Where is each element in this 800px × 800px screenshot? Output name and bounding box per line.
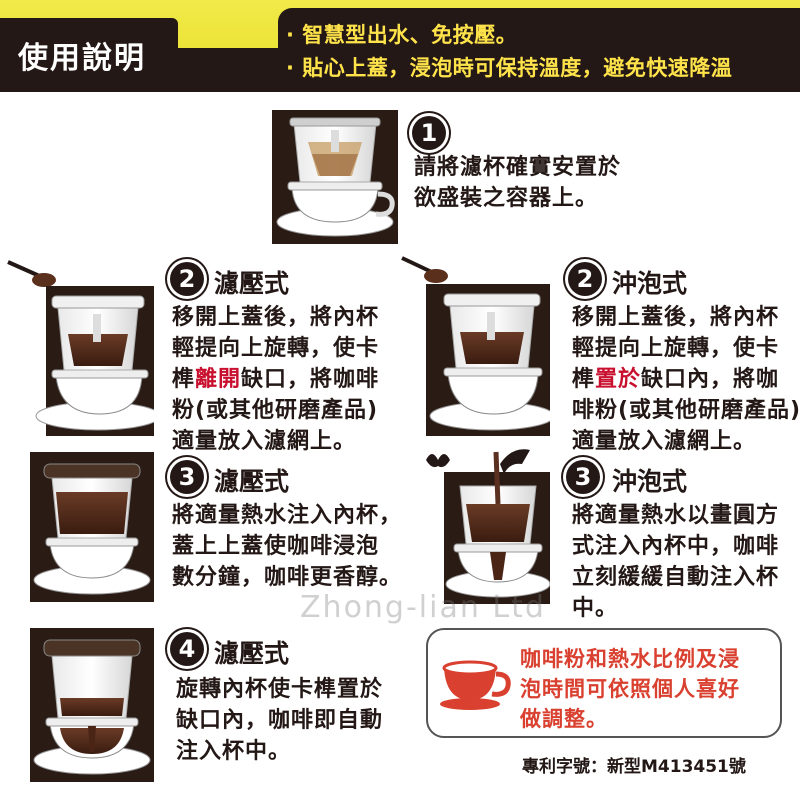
tip-line-2: 泡時間可依照個人喜好 bbox=[520, 677, 740, 701]
step-2-filter-line-4: 粉(或其他研磨產品) bbox=[172, 398, 379, 423]
step-3-brew-line-2: 式注入內杯中，咖啡 bbox=[572, 534, 780, 559]
step-3-brew-text: 將適量熱水以畫圓方 式注入內杯中，咖啡 立刻緩緩自動注入杯 中。 bbox=[572, 500, 779, 624]
step-3-brew-line-3: 立刻緩緩自動注入杯 bbox=[572, 565, 780, 590]
step-2-brew-line-3-pre: 榫 bbox=[572, 367, 596, 392]
step-2-filter-line-1: 移開上蓋後，將內杯 bbox=[172, 305, 380, 330]
header-title-box bbox=[0, 18, 178, 80]
coffee-dripper-illustration-step-2-filter bbox=[7, 260, 154, 436]
step-3-filter-line-2: 蓋上上蓋使咖啡浸泡 bbox=[172, 534, 380, 559]
step-2-brew-line-2: 輕提向上旋轉，使卡 bbox=[572, 336, 780, 361]
step-3-filter-line-1: 將適量熱水注入內杯， bbox=[172, 503, 403, 528]
step-4-filter-badge: 4 bbox=[170, 632, 204, 666]
step-2-brew-line-4: 啡粉(或其他研磨產品) bbox=[572, 398, 800, 423]
step-2-filter-line-5: 適量放入濾網上。 bbox=[172, 429, 357, 454]
step-2-brew-badge: 2 bbox=[568, 262, 602, 296]
step-1-line-2: 欲盛裝之容器上。 bbox=[414, 186, 599, 211]
steam-icon bbox=[426, 454, 450, 468]
step-3-filter-badge: 3 bbox=[170, 460, 204, 494]
feature-item-1: · 智慧型出水、免按壓。 bbox=[286, 23, 518, 47]
step-4-filter-line-3: 注入杯中。 bbox=[176, 739, 292, 764]
step-2-filter-badge: 2 bbox=[170, 262, 204, 296]
watermark: Zhong-lian Ltd bbox=[300, 590, 546, 625]
feature-item-2: · 貼心上蓋，浸泡時可保持溫度，避免快速降溫 bbox=[286, 56, 733, 80]
step-3-brew-heading: 沖泡式 bbox=[612, 467, 688, 496]
step-3-brew-badge: 3 bbox=[566, 460, 600, 494]
coffee-dripper-illustration-step-3-filter bbox=[30, 452, 154, 602]
coffee-dripper-illustration-step-4-filter bbox=[30, 628, 154, 782]
coffee-dripper-illustration-step-3-brew bbox=[426, 449, 550, 604]
step-2-filter-line-3: 榫離開缺口，將咖啡 bbox=[172, 364, 379, 395]
step-3-brew-line-1: 將適量熱水以畫圓方 bbox=[572, 503, 780, 528]
step-2-brew-text: 移開上蓋後，將內杯 輕提向上旋轉，使卡 榫置於缺口內，將咖 啡粉(或其他研磨產品… bbox=[572, 302, 800, 457]
step-2-brew-line-5: 適量放入濾網上。 bbox=[572, 429, 757, 454]
tip-text: 咖啡粉和熱水比例及浸 泡時間可依照個人喜好 做調整。 bbox=[520, 644, 740, 734]
step-4-filter-heading: 濾壓式 bbox=[214, 639, 290, 668]
step-3-filter-line-3: 數分鐘，咖啡更香醇。 bbox=[172, 565, 403, 590]
step-4-filter-text: 旋轉內杯使卡榫置於 缺口內，咖啡即自動 注入杯中。 bbox=[176, 674, 383, 767]
step-2-filter-line-3-post: 缺口，將咖啡 bbox=[241, 367, 380, 392]
step-2-brew-line-3: 榫置於缺口內，將咖 bbox=[572, 364, 800, 395]
page-title: 使用說明 bbox=[18, 41, 146, 76]
patent-number: 專利字號：新型M413451號 bbox=[522, 757, 746, 777]
step-4-filter-line-2: 缺口內，咖啡即自動 bbox=[176, 708, 384, 733]
coffee-dripper-illustration-step-2-brew bbox=[401, 256, 550, 436]
step-2-filter-highlight: 離開 bbox=[195, 367, 242, 392]
step-1-text: 請將濾杯確實安置於 欲盛裝之容器上。 bbox=[414, 152, 621, 214]
tip-line-1: 咖啡粉和熱水比例及浸 bbox=[520, 647, 740, 671]
step-4-filter-line-1: 旋轉內杯使卡榫置於 bbox=[176, 677, 384, 702]
step-2-brew-highlight: 置於 bbox=[595, 367, 642, 392]
kettle-pour-icon bbox=[500, 449, 530, 474]
step-2-filter-heading: 濾壓式 bbox=[214, 269, 290, 298]
step-2-filter-line-3-pre: 榫 bbox=[172, 367, 196, 392]
step-2-brew-heading: 沖泡式 bbox=[612, 269, 688, 298]
tip-line-3: 做調整。 bbox=[520, 707, 608, 731]
coffee-dripper-illustration-step-1 bbox=[272, 110, 398, 244]
step-3-filter-text: 將適量熱水注入內杯， 蓋上上蓋使咖啡浸泡 數分鐘，咖啡更香醇。 bbox=[172, 500, 402, 593]
step-3-filter-heading: 濾壓式 bbox=[214, 467, 290, 496]
step-3-brew-line-4: 中。 bbox=[572, 596, 619, 621]
feature-banner bbox=[278, 8, 800, 92]
step-2-brew-line-3-post: 缺口內，將咖 bbox=[641, 367, 780, 392]
step-2-filter-line-2: 輕提向上旋轉，使卡 bbox=[172, 336, 380, 361]
step-2-filter-text: 移開上蓋後，將內杯 輕提向上旋轉，使卡 榫離開缺口，將咖啡 粉(或其他研磨產品)… bbox=[172, 302, 379, 457]
coffee-cup-icon bbox=[440, 660, 511, 710]
step-1-badge: 1 bbox=[412, 116, 446, 150]
step-1-line-1: 請將濾杯確實安置於 bbox=[414, 155, 622, 180]
step-2-brew-line-1: 移開上蓋後，將內杯 bbox=[572, 305, 780, 330]
